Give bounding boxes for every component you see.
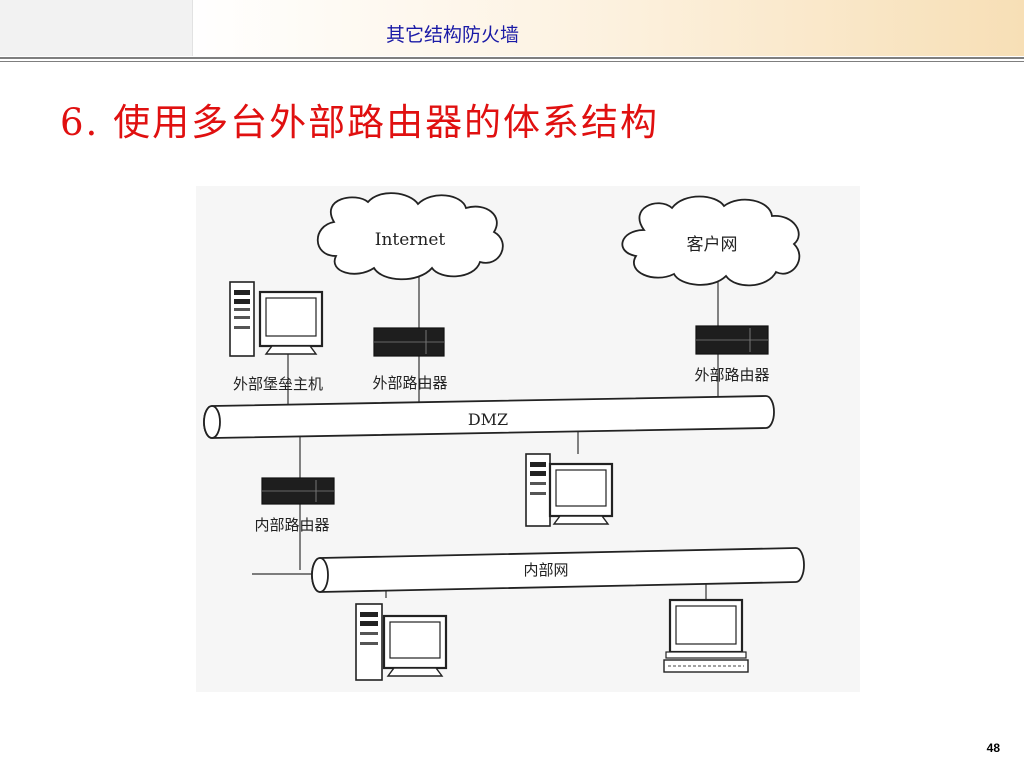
internal-network-label: 内部网 bbox=[523, 561, 568, 579]
internet-cloud: Internet bbox=[316, 192, 504, 281]
slide-title: 6. 使用多台外部路由器的体系结构 bbox=[60, 101, 660, 144]
internal-router bbox=[261, 477, 335, 505]
customer-cloud-shape bbox=[621, 195, 801, 287]
internet-cloud-label: Internet bbox=[375, 230, 446, 250]
customer-cloud-label: 客户网 bbox=[687, 235, 738, 255]
header-rule-thin bbox=[0, 61, 1024, 62]
internet-cloud-shape bbox=[316, 192, 504, 281]
network-diagram: Internet 客户网 外部堡垒主机 外部路由器 外部路由器 DMZ bbox=[196, 186, 860, 692]
internal-computer bbox=[355, 603, 448, 681]
bastion-host-computer bbox=[229, 281, 324, 357]
section-title: 其它结构防火墙 bbox=[386, 24, 520, 46]
external-router-2 bbox=[695, 325, 769, 355]
header-block bbox=[0, 0, 193, 56]
internal-router-label: 内部路由器 bbox=[254, 516, 329, 534]
external-router-1-label: 外部路由器 bbox=[372, 374, 447, 392]
customer-network-cloud: 客户网 bbox=[621, 195, 801, 287]
external-router-2-label: 外部路由器 bbox=[694, 366, 769, 384]
page-number: 48 bbox=[986, 741, 1000, 755]
dmz-label: DMZ bbox=[468, 410, 508, 429]
network-diagram-svg: Internet 客户网 外部堡垒主机 外部路由器 外部路由器 DMZ bbox=[203, 192, 805, 681]
internal-network-pipe: 内部网 bbox=[311, 547, 805, 593]
internal-terminal bbox=[663, 598, 749, 673]
dmz-computer bbox=[525, 453, 614, 527]
external-router-1 bbox=[373, 327, 445, 357]
header-rule-thick bbox=[0, 57, 1024, 59]
dmz-network-pipe: DMZ bbox=[203, 395, 775, 439]
bastion-host-label: 外部堡垒主机 bbox=[233, 375, 323, 393]
